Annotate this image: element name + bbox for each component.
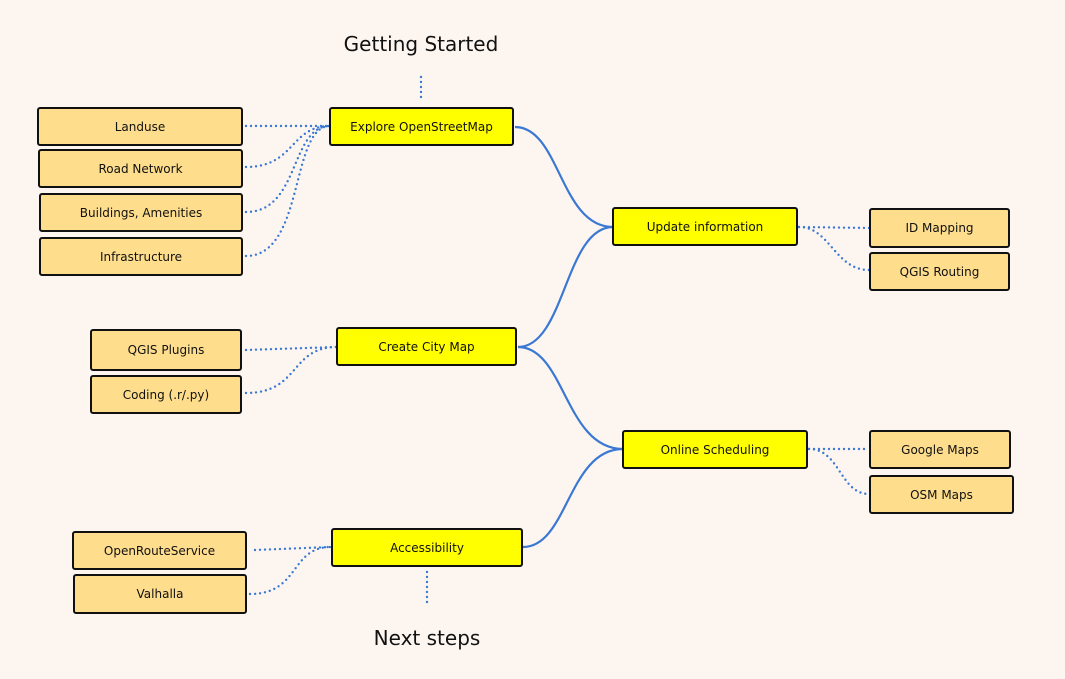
connector-accessibility-scheduling [522,447,624,549]
connector-valhalla [248,545,333,596]
node-qgis-plugins[interactable]: QGIS Plugins [90,329,242,371]
connector-qgis-plugins [244,345,339,352]
connector-id-mapping [797,225,871,230]
node-google-maps[interactable]: Google Maps [869,430,1011,469]
connector-openrouteservice [253,545,333,552]
connector-osm-maps [807,447,871,496]
connector-buildings [244,124,332,214]
node-explore-openstreetmap[interactable]: Explore OpenStreetMap [329,107,514,146]
node-accessibility[interactable]: Accessibility [331,528,523,567]
node-road-network[interactable]: Road Network [38,149,243,188]
caption-getting-started: Getting Started [343,32,499,56]
node-update-information[interactable]: Update information [612,207,798,246]
node-openrouteservice[interactable]: OpenRouteService [72,531,247,570]
caption-next-steps: Next steps [373,626,481,650]
node-osm-maps[interactable]: OSM Maps [869,475,1014,514]
node-qgis-routing[interactable]: QGIS Routing [869,252,1010,291]
connector-road-network [244,124,332,169]
node-infrastructure[interactable]: Infrastructure [39,237,243,276]
connector-qgis-routing [797,225,871,272]
connector-coding [244,345,339,395]
connector-create-update [517,225,614,349]
connector-create-scheduling [517,345,624,451]
connector-explore-update [514,125,614,229]
connector-infrastructure [244,124,332,258]
node-id-mapping[interactable]: ID Mapping [869,208,1010,248]
node-online-scheduling[interactable]: Online Scheduling [622,430,808,469]
node-coding[interactable]: Coding (.r/.py) [90,375,242,414]
node-buildings-amenities[interactable]: Buildings, Amenities [39,193,243,232]
node-valhalla[interactable]: Valhalla [73,574,247,614]
node-landuse[interactable]: Landuse [37,107,243,146]
node-create-city-map[interactable]: Create City Map [336,327,517,366]
